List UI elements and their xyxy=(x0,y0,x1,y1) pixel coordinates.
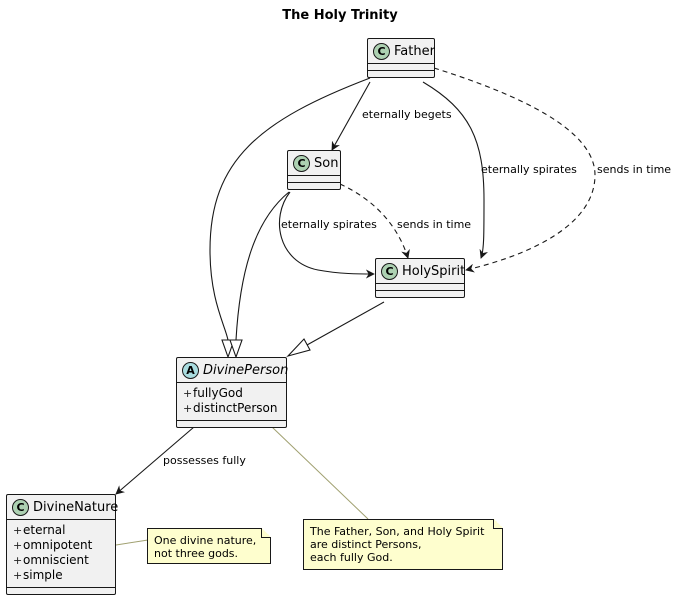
edge-son-spirit xyxy=(278,191,375,279)
edge-label-person-nature: possesses fully xyxy=(163,454,246,467)
edge-father-divineperson xyxy=(209,77,371,341)
edge-label-father-spirit: eternally spirates xyxy=(481,163,577,176)
class-holy-spirit[interactable]: C HolySpirit xyxy=(375,258,465,298)
class-badge-icon: C xyxy=(373,43,390,60)
note-one-divine-nature: One divine nature, not three gods. xyxy=(147,528,271,564)
class-name: HolySpirit xyxy=(402,264,466,279)
generalization-head-spirit xyxy=(286,338,311,358)
class-methods-section xyxy=(376,291,464,297)
edge-label-son-spirit: eternally spirates xyxy=(281,218,377,231)
class-badge-icon: C xyxy=(381,263,398,280)
class-divine-nature[interactable]: C DivineNature + eternal + omnipotent + … xyxy=(6,494,119,595)
edge-son-spirit-sends xyxy=(339,183,410,259)
field-name: omniscient xyxy=(23,553,89,567)
edge-label-father-spirit-sends: sends in time xyxy=(597,163,672,176)
class-name: DivinePerson xyxy=(203,363,289,378)
note-line: not three gods. xyxy=(154,547,239,560)
visibility-public-icon: + xyxy=(13,569,23,582)
class-name: Son xyxy=(314,156,339,171)
note-fold-icon xyxy=(493,519,503,529)
field-name: distinctPerson xyxy=(193,401,278,415)
visibility-public-icon: + xyxy=(183,387,193,400)
class-field: + omnipotent xyxy=(13,538,109,553)
visibility-public-icon: + xyxy=(13,539,23,552)
class-field: + eternal xyxy=(13,523,109,538)
edge-father-spirit xyxy=(422,81,489,259)
class-fields: + eternal + omnipotent + omniscient + si… xyxy=(7,520,115,588)
field-name: simple xyxy=(23,568,63,582)
edge-label-father-son: eternally begets xyxy=(362,108,452,121)
class-methods-section xyxy=(368,71,434,77)
class-methods-section xyxy=(7,588,115,594)
edge-father-spirit-sends xyxy=(433,67,596,273)
class-methods-section xyxy=(288,183,340,189)
class-field: + simple xyxy=(13,568,109,583)
diagram-title: The Holy Trinity xyxy=(282,8,398,23)
note-connector-nature xyxy=(115,539,149,546)
note-connector-person xyxy=(271,426,369,520)
edge-person-nature xyxy=(115,426,195,495)
edge-spirit-divineperson xyxy=(306,301,385,346)
note-line: are distinct Persons, xyxy=(310,538,422,551)
note-line: each fully God. xyxy=(310,551,393,564)
class-methods-section xyxy=(177,421,286,427)
note-line: One divine nature, xyxy=(154,534,257,547)
note-line: The Father, Son, and Holy Spirit xyxy=(310,525,485,538)
class-name: Father xyxy=(394,44,435,59)
class-father[interactable]: C Father xyxy=(367,38,435,78)
note-fold-icon xyxy=(261,528,271,538)
class-son[interactable]: C Son xyxy=(287,150,341,190)
edge-father-son xyxy=(331,81,371,151)
generalization-head-son xyxy=(229,339,243,359)
class-attributes-section xyxy=(376,284,464,291)
class-badge-icon: C xyxy=(12,499,29,516)
edge-label-son-spirit-sends: sends in time xyxy=(397,218,472,231)
field-name: eternal xyxy=(23,523,66,537)
class-field: + omniscient xyxy=(13,553,109,568)
class-field: + distinctPerson xyxy=(183,401,280,416)
edge-son-divineperson xyxy=(235,191,290,341)
class-fields: + fullyGod + distinctPerson xyxy=(177,383,286,421)
class-name: DivineNature xyxy=(33,500,119,515)
field-name: omnipotent xyxy=(23,538,93,552)
class-divine-person[interactable]: A DivinePerson + fullyGod + distinctPers… xyxy=(176,357,289,428)
note-distinct-persons: The Father, Son, and Holy Spirit are dis… xyxy=(303,519,503,570)
visibility-public-icon: + xyxy=(13,554,23,567)
field-name: fullyGod xyxy=(193,386,243,400)
visibility-public-icon: + xyxy=(13,524,23,537)
visibility-public-icon: + xyxy=(183,402,193,415)
class-field: + fullyGod xyxy=(183,386,280,401)
abstract-badge-icon: A xyxy=(182,362,199,379)
class-badge-icon: C xyxy=(293,155,310,172)
class-attributes-section xyxy=(288,176,340,183)
class-attributes-section xyxy=(368,64,434,71)
